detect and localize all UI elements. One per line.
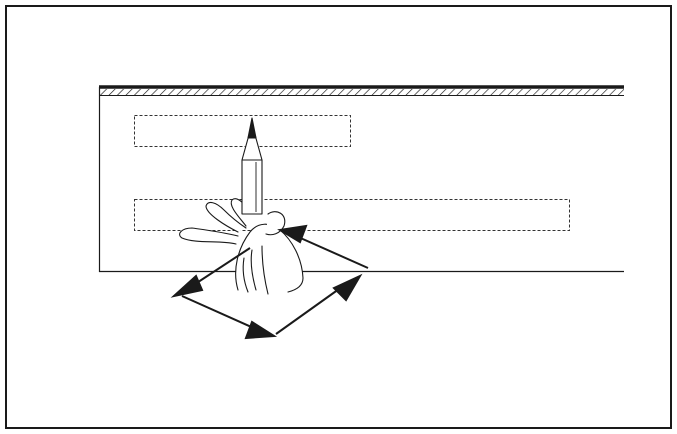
dashed-field-short [134,115,351,147]
arrowhead-lower-right [332,273,363,302]
arrow-lower-left [181,295,259,331]
arrow-lower-right [275,283,347,335]
pen-icon [241,117,263,215]
move-arrows-icon [170,224,369,340]
arrowhead-lower-left [244,320,278,340]
arrowhead-upper-right [277,224,308,244]
window-titlebar-hatch [100,89,624,95]
dashed-field-long [134,199,570,231]
outer-frame [5,5,672,429]
hand-icon [179,198,304,295]
arrowhead-upper-left [170,274,204,298]
arrow-upper-right [295,235,369,269]
window-panel [98,85,624,273]
